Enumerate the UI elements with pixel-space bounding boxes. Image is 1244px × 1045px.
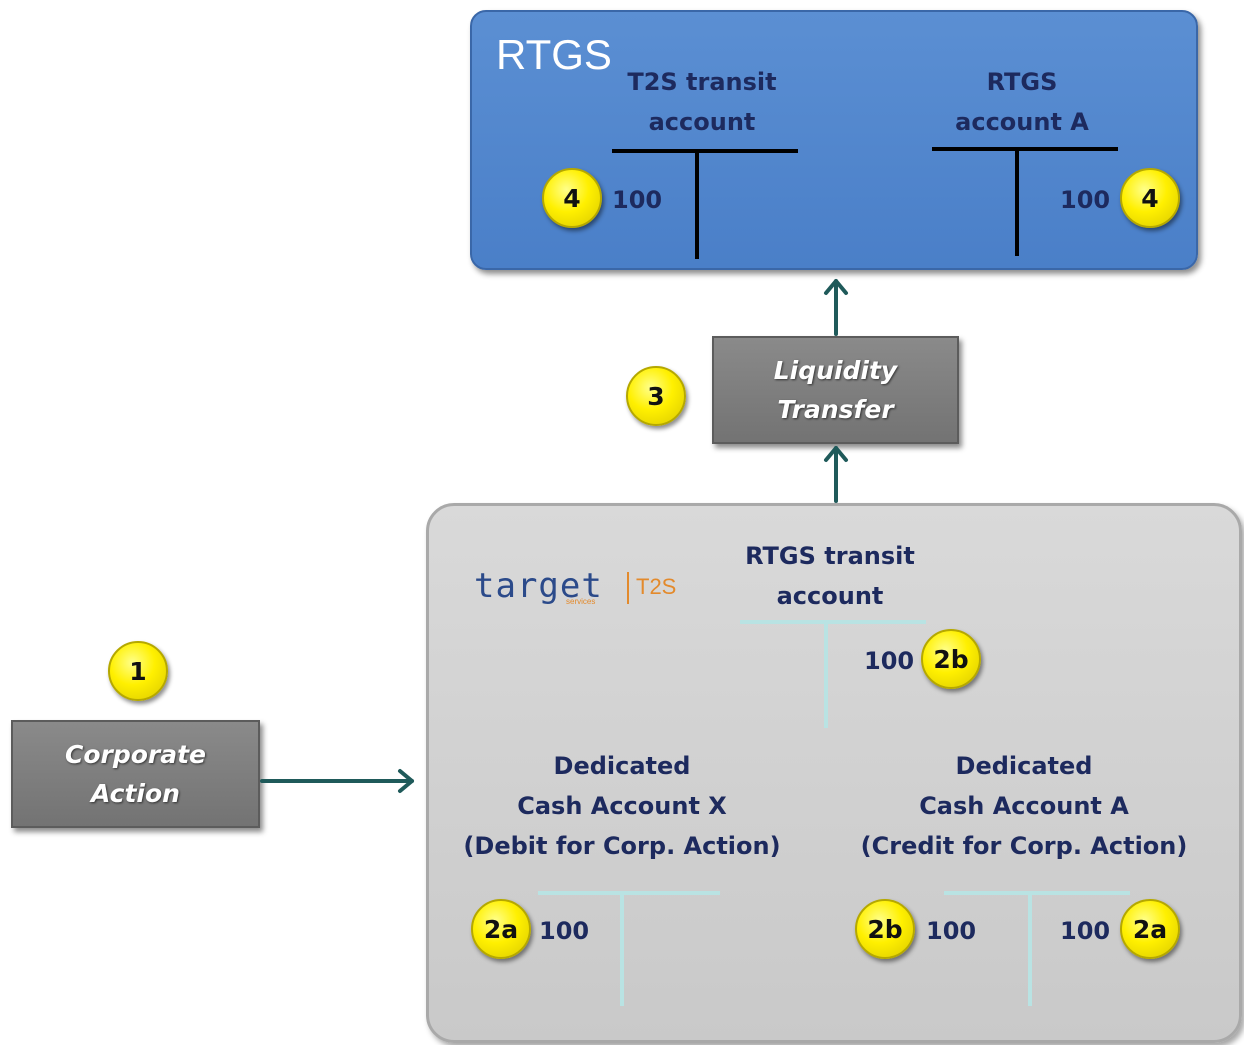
t2s-system-box [426, 503, 1242, 1043]
arrow-t2s-to-liquidity [824, 446, 848, 503]
rtgs-transit-account-label: RTGS transit account [745, 542, 915, 610]
dca-a-label: Dedicated Cash Account A (Credit for Cor… [860, 752, 1188, 860]
step-4-badge-right: 4 [1120, 168, 1180, 228]
step-1-badge: 1 [108, 641, 168, 701]
dca-a-credit-amount: 100 [1060, 917, 1111, 945]
t2s-transit-account-label: T2S transit account [627, 68, 777, 136]
rtgs-system-box [470, 10, 1198, 270]
rtgs-account-a-label: RTGS account A [955, 68, 1089, 136]
corporate-action-box: Corporate Action [11, 720, 260, 828]
step-2b-badge-transit: 2b [921, 629, 981, 689]
target-t2s-logo: target T2S services [474, 566, 677, 606]
step-4-badge-left: 4 [542, 168, 602, 228]
step-2a-badge-dca-x: 2a [471, 899, 531, 959]
rtgs-title: RTGS [496, 31, 612, 78]
dca-x-label: Dedicated Cash Account X (Debit for Corp… [463, 752, 781, 860]
rtgs-transit-credit-amount: 100 [864, 647, 915, 675]
t2s-transit-debit-amount: 100 [612, 186, 663, 214]
step-2a-badge-dca-a: 2a [1120, 899, 1180, 959]
step-3-badge: 3 [626, 366, 686, 426]
rtgs-account-a-credit-amount: 100 [1060, 186, 1111, 214]
liquidity-transfer-box: Liquidity Transfer [712, 336, 959, 444]
arrow-liquidity-to-rtgs [824, 279, 848, 336]
arrow-corporate-action-to-t2s [260, 769, 414, 793]
step-2b-badge-dca-a: 2b [855, 899, 915, 959]
dca-a-debit-amount: 100 [926, 917, 977, 945]
dca-x-debit-amount: 100 [539, 917, 590, 945]
